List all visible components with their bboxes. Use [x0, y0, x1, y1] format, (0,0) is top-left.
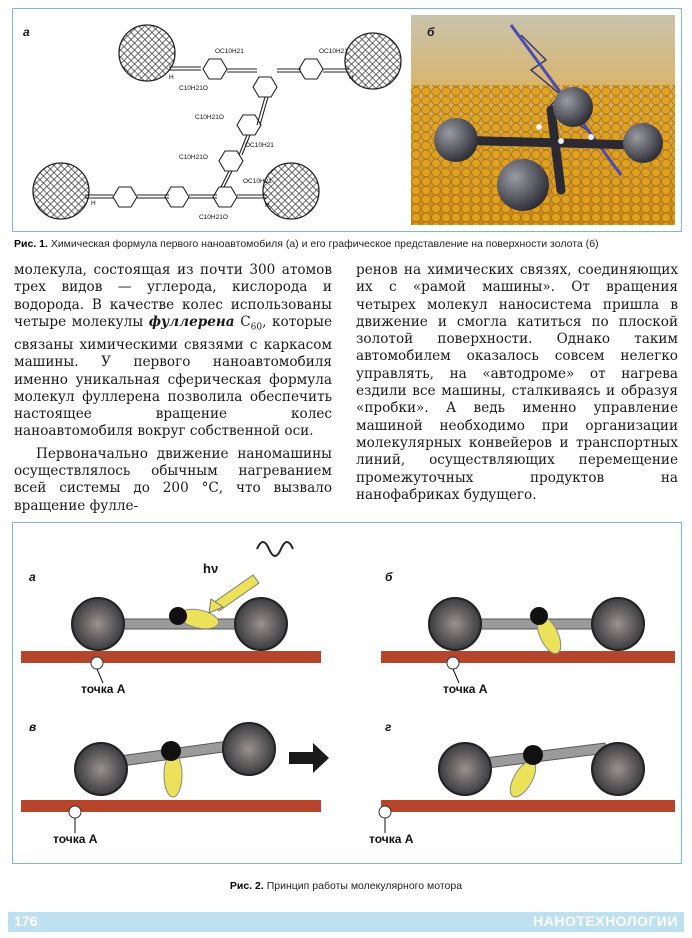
figure-1-panel-a-label: а — [23, 25, 30, 39]
fullerene-wheel — [32, 162, 90, 220]
body-column-left: молекула, состоящая из почти 300 атомов … — [14, 262, 332, 515]
panel-letter: в — [29, 720, 36, 734]
fullerene-wheel — [344, 32, 402, 90]
motor-panel-b — [381, 597, 675, 670]
figure-1-panel-b-label: б — [427, 25, 435, 39]
chemical-formula-diagram: OC10H21 C10H21O OC10H21 C10H21O OC10H21 … — [32, 24, 402, 221]
rail — [381, 651, 675, 663]
rail — [21, 651, 321, 663]
substituent-label: C10H21O — [179, 154, 208, 161]
point-a-label: точка А — [369, 832, 414, 846]
figure-2: а б в г hν точка А точка А точка А точка… — [12, 522, 682, 864]
point-a-label: точка А — [443, 682, 488, 696]
hv-label: hν — [203, 561, 218, 576]
fullerene-wheel — [553, 87, 593, 127]
point-a-marker — [378, 805, 392, 819]
wheel — [222, 722, 276, 776]
point-a-label: точка А — [53, 832, 98, 846]
paragraph-text: молекула, состоящая из почти 300 атомов … — [14, 262, 332, 330]
figure-2-caption-prefix: Рис. 2. — [229, 880, 264, 892]
figure-1-caption-text: Химическая формула первого наноавтомобил… — [50, 238, 599, 250]
motion-arrow — [289, 743, 329, 773]
paragraph: Первоначально движение наномашины осущес… — [14, 445, 332, 514]
motor-hub — [169, 607, 187, 625]
substituent-label: C10H21O — [179, 85, 208, 92]
substituent-label: OC10H21 — [215, 48, 244, 55]
substituent-label: OC10H21 — [243, 178, 272, 185]
paragraph-text: , которые связаны химическими связями с … — [14, 313, 332, 440]
panel-letter: г — [385, 720, 392, 734]
hydrogen-label: H — [265, 202, 270, 209]
hydrogen-label: H — [349, 74, 354, 81]
point-a-marker — [90, 656, 104, 670]
motor-hub — [530, 607, 548, 625]
photon-wave-icon — [256, 541, 294, 557]
journal-title: НАНОТЕХНОЛОГИИ — [533, 913, 678, 929]
wheel — [71, 597, 125, 651]
term-fullerene: фуллерена — [148, 313, 235, 330]
body-column-right: ренов на химических связях, соединяющих … — [356, 262, 678, 504]
panel-letter: б — [385, 570, 393, 584]
figure-1-caption: Рис. 1. Химическая формула первого наноа… — [14, 238, 684, 250]
figure-1: а — [12, 8, 682, 232]
fullerene-wheel — [262, 162, 320, 220]
panel-letter: а — [29, 570, 36, 584]
rail — [381, 800, 675, 812]
page-number: 176 — [14, 913, 38, 929]
hydrogen-label: H — [169, 74, 174, 81]
hydrogen-label: H — [91, 200, 96, 207]
substituent-label: C10H21O — [195, 114, 224, 121]
rail — [21, 800, 321, 812]
substituent-label: OC10H21 — [319, 48, 348, 55]
wheel — [591, 597, 645, 651]
figure-1-caption-prefix: Рис. 1. — [14, 238, 48, 250]
fullerene-wheel — [118, 24, 176, 82]
motor-panel-g — [378, 742, 675, 819]
paragraph: молекула, состоящая из почти 300 атомов … — [14, 262, 332, 441]
paragraph: ренов на химических связях, соединяющих … — [356, 262, 678, 503]
figure-2-caption: Рис. 2. Принцип работы молекулярного мот… — [0, 880, 692, 892]
fullerene-wheel — [623, 123, 663, 163]
wheel — [74, 742, 128, 796]
wheel — [438, 742, 492, 796]
motor-panel-v — [21, 722, 329, 819]
point-a-label: точка А — [81, 682, 126, 696]
substituent-label: OC10H21 — [245, 142, 274, 149]
motor-panel-a — [21, 541, 321, 670]
figure-2-caption-text: Принцип работы молекулярного мотора — [266, 880, 463, 892]
molecular-motor-diagram: а б в г hν точка А точка А точка А точка… — [21, 541, 675, 846]
motor-hub — [161, 741, 181, 761]
footer-band — [8, 912, 684, 932]
wheel — [428, 597, 482, 651]
formula: C — [240, 313, 251, 330]
fullerene-wheel — [434, 118, 478, 162]
formula-subscript: 60 — [250, 322, 263, 333]
nanocar-render-image — [411, 15, 675, 225]
substituent-label: C10H21O — [199, 214, 228, 221]
point-a-marker — [68, 805, 82, 819]
motor-hub — [523, 745, 543, 765]
wheel — [591, 742, 645, 796]
point-a-marker — [446, 656, 460, 670]
wheel — [234, 597, 288, 651]
fullerene-wheel — [497, 159, 549, 211]
